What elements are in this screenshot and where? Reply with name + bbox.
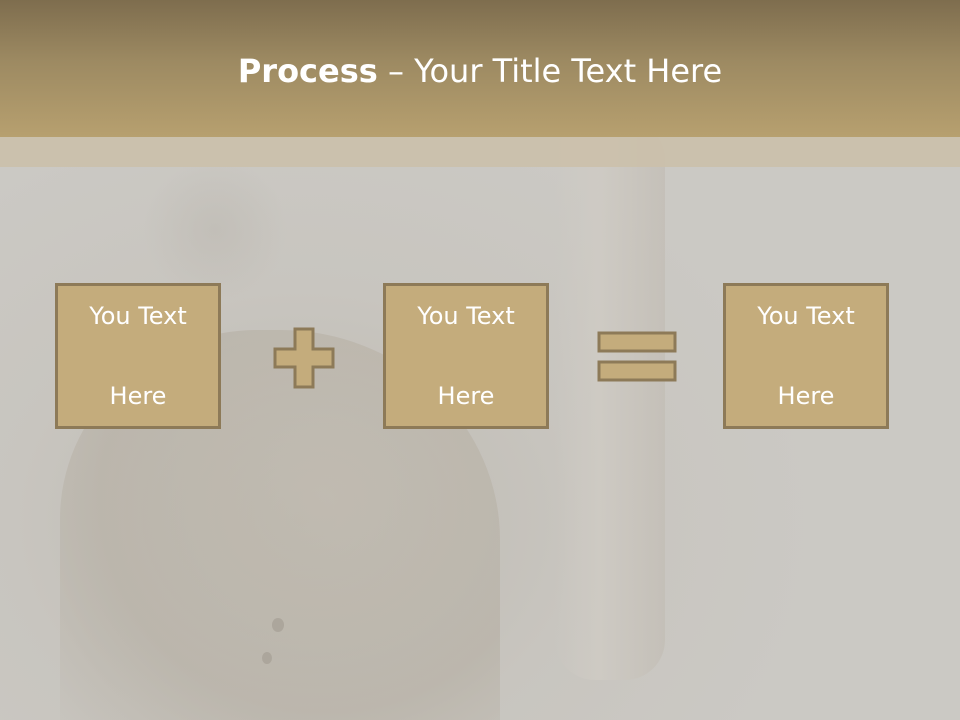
background-figure-arm [555, 120, 665, 680]
box-line2: Here [109, 382, 167, 410]
background-droplet [272, 618, 284, 632]
plus-icon [273, 327, 335, 389]
box-line1: You Text [757, 302, 855, 330]
background-droplet [262, 652, 272, 664]
box-line2: Here [437, 382, 495, 410]
equals-icon [597, 331, 677, 382]
title-bar [0, 0, 960, 137]
slide-title: Process – Your Title Text Here [0, 52, 960, 90]
box-line1: You Text [89, 302, 187, 330]
box-line2: Here [777, 382, 835, 410]
title-band [0, 137, 960, 167]
box-line1: You Text [417, 302, 515, 330]
slide-title-rest: – Your Title Text Here [377, 52, 723, 90]
background-figure-head [140, 160, 290, 300]
slide-title-bold: Process [237, 52, 378, 90]
